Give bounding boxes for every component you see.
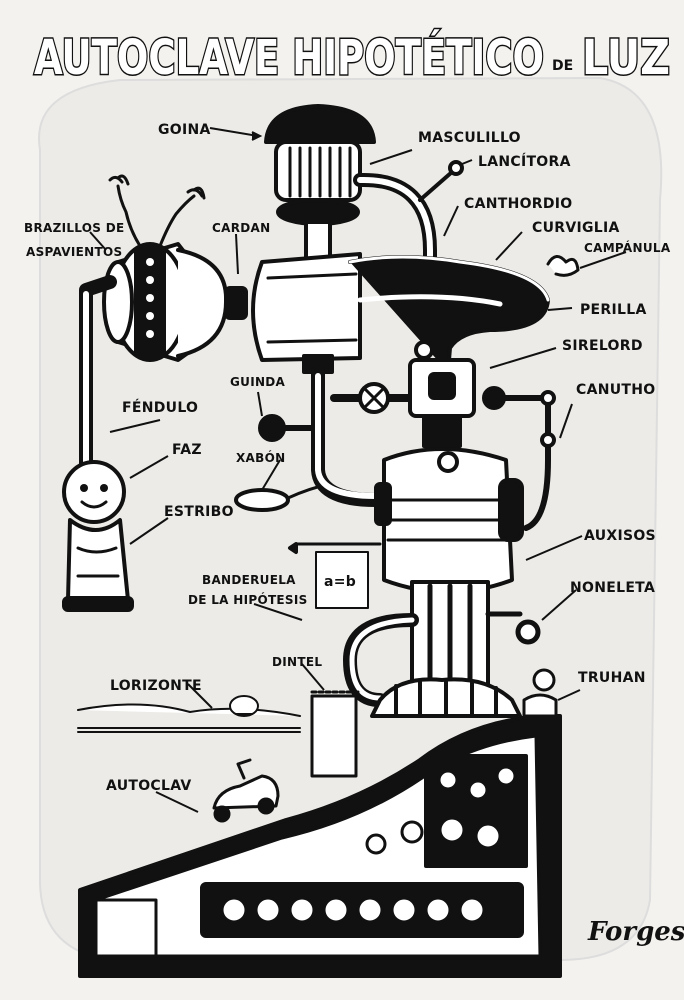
- label-banderuela-line1: BANDERUELA: [202, 573, 296, 587]
- label-estribo: ESTRIBO: [164, 504, 234, 520]
- base: [78, 677, 562, 978]
- label-cardan: CARDAN: [212, 221, 270, 235]
- label-noneleta: NONELETA: [570, 580, 655, 596]
- left-cylinder: [102, 174, 229, 362]
- landscape: [77, 695, 301, 733]
- label-xabon: XABÓN: [236, 450, 285, 465]
- label-masculillo: MASCULILLO: [418, 130, 521, 146]
- label-autoclav: AUTOCLAV: [106, 778, 192, 794]
- label-brazillos-line2: ASPAVIENTOS: [26, 245, 122, 259]
- flag-text: a=b: [324, 574, 356, 590]
- machine: [62, 104, 580, 978]
- title-main: AUTOCLAVE HIPOTÉTICO: [34, 29, 544, 86]
- autoclav-car: [212, 758, 280, 823]
- label-goina: GOINA: [158, 122, 211, 138]
- label-brazillos-line1: BRAZILLOS DE: [24, 221, 125, 235]
- label-guinda: GUINDA: [230, 375, 286, 389]
- label-fendulo: FÉNDULO: [122, 399, 198, 416]
- label-curviglia: CURVIGLIA: [532, 220, 620, 236]
- label-lancitora: LANCÍTORA: [478, 153, 571, 170]
- goina-part: [264, 104, 376, 264]
- middle-body: [251, 252, 580, 374]
- title-end: LUZ: [582, 30, 670, 86]
- label-truhan: TRUHAN: [578, 670, 646, 686]
- title: AUTOCLAVE HIPOTÉTICO DE LUZ: [33, 28, 672, 88]
- truhan-figure: [522, 668, 558, 718]
- label-canutho: CANUTHO: [576, 382, 655, 398]
- leader-arrows: [89, 127, 627, 813]
- label-canthordio: CANTHORDIO: [464, 196, 573, 212]
- label-faz: FAZ: [172, 442, 202, 458]
- fendulo-part: [62, 275, 134, 612]
- signature: Forges: [587, 917, 684, 947]
- label-auxisos: AUXISOS: [584, 528, 656, 544]
- label-campanula: CAMPÁNULA: [584, 240, 671, 255]
- banderuela-flag: [288, 542, 382, 609]
- tower: [330, 340, 556, 707]
- label-lorizonte: LORIZONTE: [110, 678, 202, 694]
- label-dintel: DINTEL: [272, 655, 322, 669]
- label-perilla: PERILLA: [580, 302, 647, 318]
- title-connector: DE: [552, 58, 573, 74]
- label-banderuela-line2: DE LA HIPÓTESIS: [188, 592, 308, 607]
- label-sirelord: SIRELORD: [562, 338, 643, 354]
